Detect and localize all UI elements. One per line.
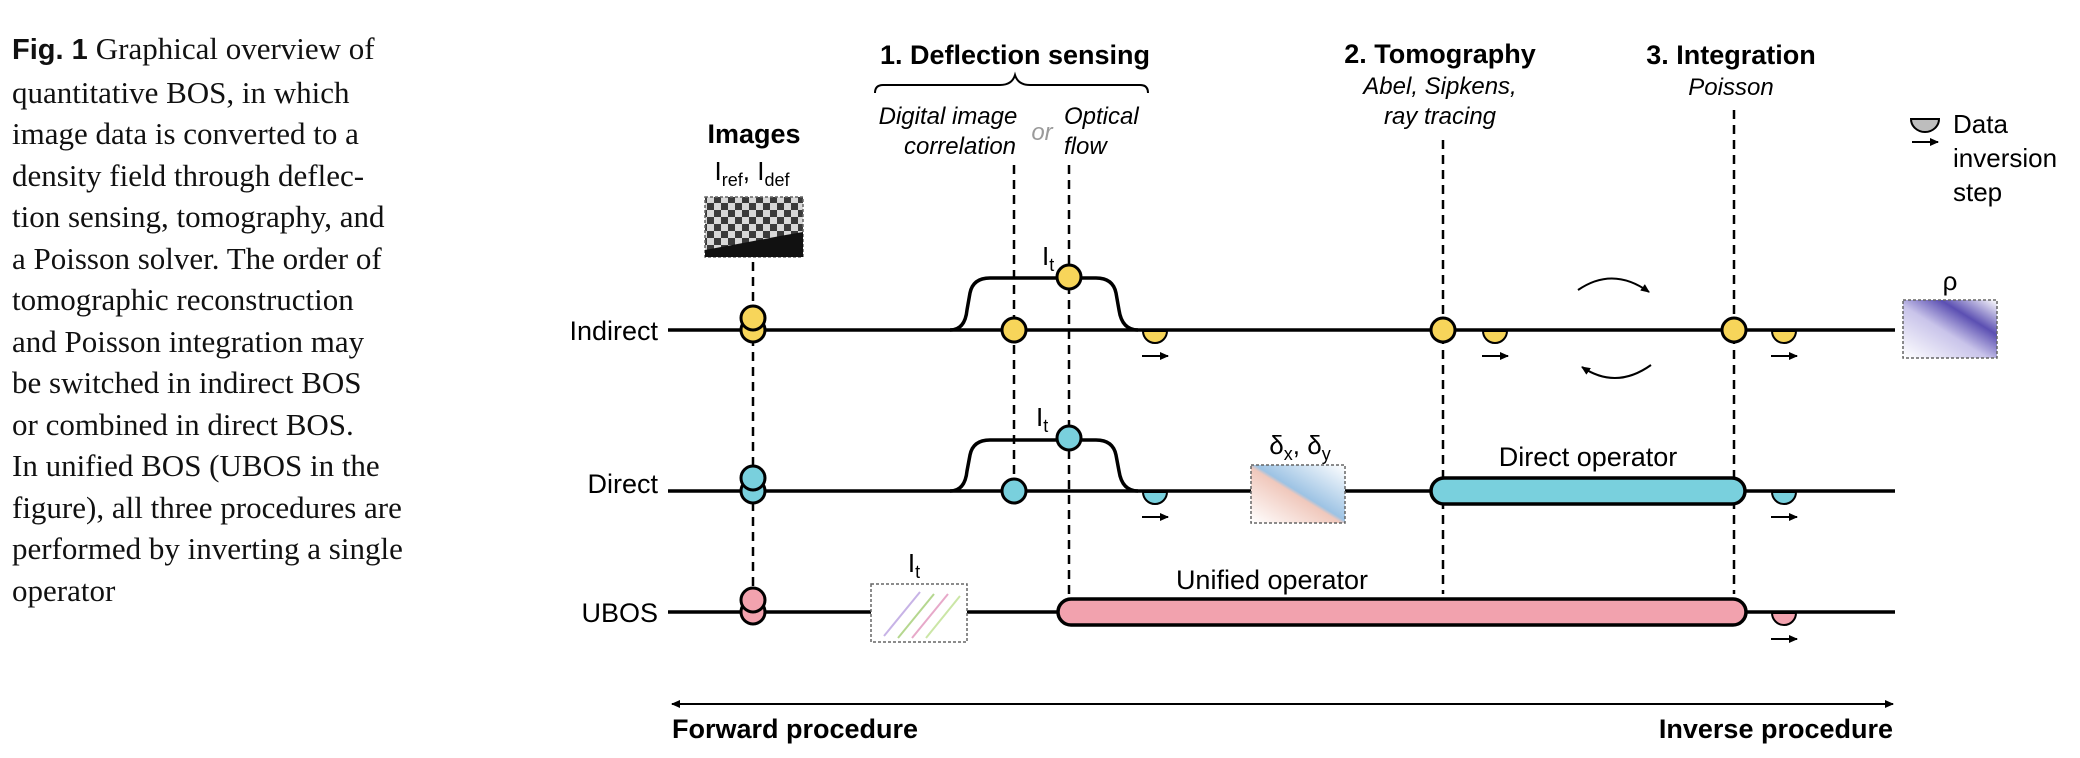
direct-images-node-upper — [739, 464, 767, 492]
unified-operator-bar — [1056, 597, 1748, 627]
images-thumbnail-shadow — [705, 232, 803, 257]
row-label-direct: Direct — [587, 469, 658, 499]
integration-sub: Poisson — [1688, 74, 1773, 101]
indirect-it-node — [1055, 263, 1083, 291]
caption-line: be switched in indirect BOS — [12, 365, 362, 400]
caption-line: figure), all three procedures are — [12, 489, 402, 525]
direct-operator-label: Direct operator — [1499, 442, 1678, 472]
optical-flow-line2: flow — [1064, 133, 1108, 160]
caption-line: image data is converted to a — [12, 116, 359, 151]
ubos-inversion-semicircle-icon — [1770, 612, 1798, 626]
direct-inversion-semicircle-icon — [1141, 491, 1169, 505]
legend-line1: Data — [1953, 109, 2008, 139]
optical-flow-line1: Optical — [1064, 103, 1139, 130]
indirect-inversion-semicircle-icon — [1770, 330, 1798, 344]
direct-bypass-path — [949, 438, 1139, 493]
caption-line: In unified BOS (UBOS in the — [12, 448, 380, 483]
caption-line: quantitative BOS, in which — [12, 74, 350, 110]
caption-line: a Poisson solver. The order of — [12, 240, 382, 276]
indirect-tomography-node — [1429, 316, 1457, 344]
caption-line: density field through deflec- — [12, 157, 365, 193]
swap-arrow-top-icon — [1577, 277, 1650, 293]
or-label: or — [1031, 119, 1053, 146]
deflection-field-label: δx, δy — [1269, 430, 1330, 464]
caption-line: Graphical overview of — [95, 31, 375, 66]
deflection-field-thumbnail — [1250, 464, 1346, 524]
direct-operator-bar — [1429, 476, 1747, 506]
ubos-it-label: It — [908, 548, 920, 582]
dic-label-line1: Digital image — [879, 103, 1018, 130]
direct-it-node — [1055, 424, 1083, 452]
figure-label: Fig. 1 — [12, 34, 88, 66]
row-label-ubos: UBOS — [581, 598, 658, 628]
dic-label-line2: correlation — [904, 133, 1016, 160]
forward-procedure-label: Forward procedure — [672, 714, 918, 744]
unified-operator-label: Unified operator — [1176, 565, 1368, 595]
tomography-sub2: ray tracing — [1384, 103, 1497, 130]
ubos-it-thumbnail-streaks — [883, 591, 961, 639]
indirect-inversion-semicircle-icon — [1481, 330, 1509, 344]
tomography-title: 2. Tomography — [1344, 39, 1536, 69]
caption-line: performed by inverting a single — [12, 531, 403, 566]
indirect-it-label: It — [1042, 241, 1054, 275]
caption-line: tion sensing, tomography, and — [12, 199, 385, 234]
indirect-inversion-semicircle-icon — [1141, 330, 1169, 344]
indirect-bypass-path — [949, 276, 1139, 332]
inverse-procedure-label: Inverse procedure — [1659, 714, 1893, 744]
legend-semicircle-icon — [1909, 118, 1941, 133]
direct-dic-node — [1000, 477, 1028, 505]
legend-line3: step — [1953, 177, 2002, 207]
deflection-sensing-title: 1. Deflection sensing — [880, 40, 1150, 70]
direct-inversion-semicircle-icon — [1770, 491, 1798, 505]
rho-label: ρ — [1943, 266, 1958, 296]
ubos-images-node-upper — [739, 586, 767, 614]
images-title: Images — [707, 119, 800, 149]
images-subtitle: Iref, Idef — [715, 156, 791, 190]
caption-line: and Poisson integration may — [12, 323, 365, 359]
tomography-sub1: Abel, Sipkens, — [1361, 73, 1516, 100]
indirect-images-node-upper — [739, 304, 767, 332]
caption-line: operator — [12, 572, 116, 608]
deflection-brace — [874, 71, 1149, 94]
indirect-integration-node — [1720, 316, 1748, 344]
direct-it-label: It — [1036, 402, 1048, 436]
density-field-thumbnail — [1902, 299, 1998, 359]
integration-title: 3. Integration — [1646, 40, 1816, 70]
legend-line2: inversion — [1953, 143, 2057, 173]
row-label-indirect: Indirect — [569, 316, 658, 346]
caption-line: tomographic reconstruction — [12, 282, 354, 317]
swap-arrow-bottom-icon — [1581, 364, 1652, 379]
caption-line: or combined in direct BOS. — [12, 406, 354, 442]
indirect-dic-node — [1000, 316, 1028, 344]
